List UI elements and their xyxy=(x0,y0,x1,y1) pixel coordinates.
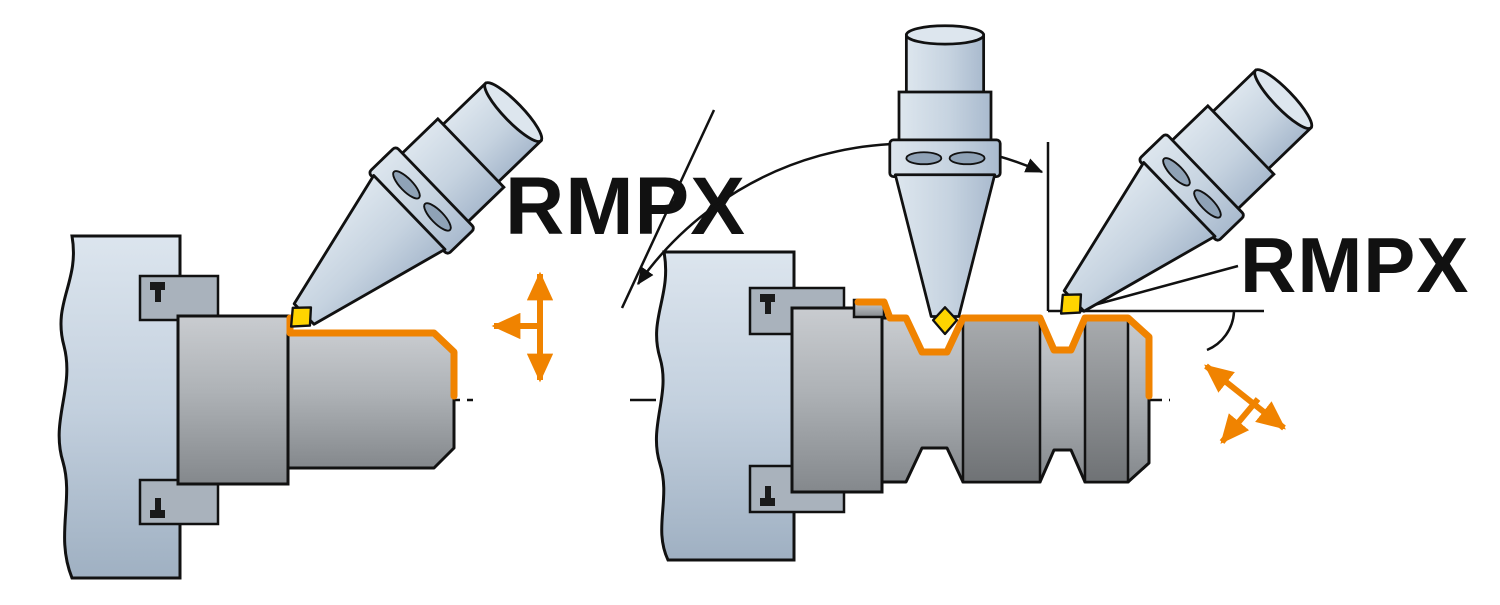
jaw-slot-icon xyxy=(150,510,165,518)
jaw-slot-icon xyxy=(150,282,165,290)
workpiece-flange-left xyxy=(176,314,290,486)
feed-arrows-left xyxy=(491,271,554,383)
workpiece-flange-right xyxy=(790,306,884,494)
jaw-slot-icon xyxy=(765,486,771,498)
tool-label-left: RMPX xyxy=(505,161,746,252)
panel-left-face-turning: RMPX xyxy=(57,63,746,580)
turning-tool-right xyxy=(1020,50,1332,357)
jaw-slot-icon xyxy=(760,498,775,506)
tool-label-right: RMPX xyxy=(1240,221,1469,309)
branch-feed-arrow-icon xyxy=(1219,397,1261,444)
lead-angle-arc-icon xyxy=(1206,311,1236,352)
machined-profile-highlight-left xyxy=(286,314,458,400)
workpiece-ring-dark-2 xyxy=(1083,316,1130,484)
jaw-slot-icon xyxy=(760,294,775,302)
feed-arrows-right xyxy=(1204,363,1286,444)
turning-tool-middle xyxy=(888,24,1002,336)
workpiece-ring-dark-1 xyxy=(961,316,1042,484)
label-leader-line xyxy=(1093,264,1239,307)
jaw-slot-icon xyxy=(155,290,161,302)
machined-profile-highlight-right xyxy=(854,298,1153,400)
panel-right-profile-turning: RMPX xyxy=(620,24,1469,562)
workpiece-shaft-left xyxy=(286,330,456,470)
diagonal-feed-arrow-icon xyxy=(1204,363,1286,431)
jaw-slot-icon xyxy=(155,498,161,510)
jaw-slot-icon xyxy=(765,302,771,314)
